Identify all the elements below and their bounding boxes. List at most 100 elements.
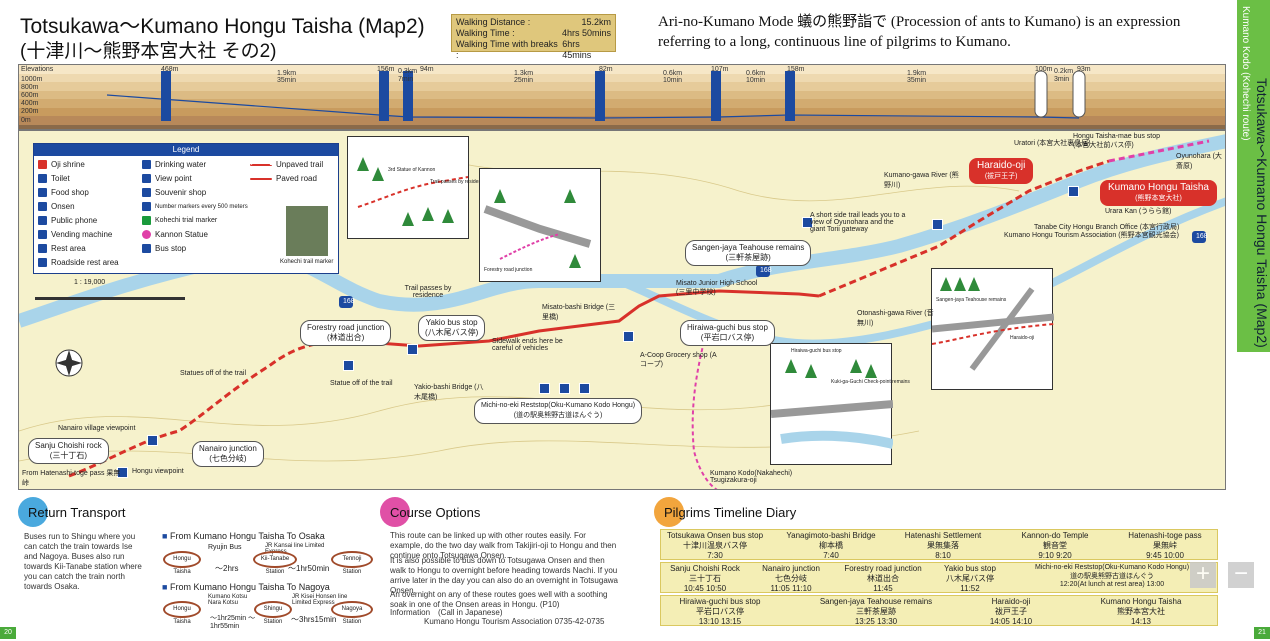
map-label: A-Coop Grocery shop (Aコープ) [640, 352, 717, 368]
legend-title: Legend [34, 144, 338, 156]
page-number-left: 20 [0, 627, 16, 639]
route-shield: 168 [343, 298, 355, 305]
elevation-point: 82m [599, 66, 613, 73]
map-label: Yakio-bashi Bridge (八木尾橋) [414, 384, 484, 401]
map-legend: Legend Oji shrine Toilet Food shop Onsen… [33, 143, 339, 274]
stat-label: Walking Time with breaks : [456, 39, 558, 60]
segment-dist: 0.6km [746, 70, 766, 77]
map-label: Statues off of the trail [180, 370, 247, 377]
legend-item: Roadside rest area [38, 258, 119, 267]
walking-stats-box: Walking Distance :15.2km Walking Time :4… [451, 14, 616, 60]
segment-time: 35min [907, 77, 927, 84]
map-label: Hongu Taisha-mae bus stop (本宮大社前バス停) [1073, 133, 1161, 149]
segment-time: 25min [514, 77, 534, 84]
osaka-from-station: Hongu Taisha [163, 551, 201, 575]
elevation-heading: Elevations [21, 66, 54, 73]
map-callout-yakio-bus: Yakio bus stop (八木尾バス停) [418, 315, 486, 341]
segment-time: 35min [277, 77, 297, 84]
page-title: Totsukawa〜Kumano Hongu Taisha (Map2) [20, 15, 425, 38]
osaka-time-1: 〜2hrs [215, 564, 239, 573]
map-callout-forestry: Forestry road junction (林道出合) [300, 320, 392, 346]
badge-en: Haraido-oji [977, 160, 1026, 171]
legend-label: Souvenir shop [155, 188, 207, 197]
oji-shrine-icon [38, 160, 47, 169]
course-option-1: This route can be linked up with other r… [390, 531, 617, 560]
toilet-icon [539, 383, 550, 394]
kannon-statue-icon [142, 230, 151, 239]
rest-area-icon [38, 244, 47, 253]
side-tab: Kumano Kodo (Kohechi route) Totsukawa〜Ku… [1237, 0, 1270, 352]
inset-map-haraido: Sangen-jaya Teahouse remains Haraido-oji [931, 268, 1055, 390]
nagoya-mid-station: Shingu Station [254, 601, 292, 625]
elevation-point: 94m [420, 66, 434, 73]
tourism-contact: Kumano Hongu Tourism Association 0735-42… [424, 617, 605, 626]
legend-label: Unpaved trail [276, 160, 324, 169]
map-label: Kumano Hongu Tourism Association (熊野本宮観光… [1004, 232, 1179, 239]
segment-dist: 0.6km [663, 70, 683, 77]
callout-en: Nanairo junction [199, 444, 257, 453]
elevation-point: 468m [161, 66, 179, 73]
stat-value: 4hrs 50mins [561, 28, 611, 38]
map-label: Uratori (本宮大社裏鳥居) [1014, 140, 1091, 147]
legend-item: Kohechi trial marker [142, 216, 217, 225]
view-point-icon [142, 174, 151, 183]
paved-road-icon [250, 177, 272, 180]
callout-jp: (道の駅奥熊野古道ほんぐう) [513, 412, 603, 419]
stat-label: Walking Distance : [456, 17, 531, 27]
callout-jp: (三軒茶屋跡) [725, 253, 771, 262]
zoom-in-button[interactable]: + [1190, 562, 1216, 588]
legend-item: Drinking water [142, 160, 206, 169]
map-scale: 1 : 19,000 [74, 279, 106, 286]
onsen-icon [38, 202, 47, 211]
segment-time: 3min [1054, 76, 1070, 83]
elevation-point: 107m [711, 66, 729, 73]
inset-map-forestry: Forestry road junction [479, 168, 601, 282]
course-option-2: It is also possible to bus down to Totsu… [390, 556, 618, 595]
legend-label: Toilet [51, 174, 70, 183]
map-label: Kumano-gawa River (熊野川) [884, 172, 959, 189]
page-title-jp: (十津川〜熊野本宮大社 その2) [20, 41, 277, 62]
map-badge-hongu-taisha: Kumano Hongu Taisha (熊野本宮大社) [1100, 180, 1217, 206]
inset-label: 3rd Statue of Kannon [388, 167, 436, 173]
elevation-point: 156m [377, 66, 395, 73]
inset-label: Kuki-ga-Guchi Check-point remains [831, 379, 910, 385]
inset-drawing [357, 157, 469, 226]
inset-label: Trail passes by residence [430, 179, 487, 185]
legend-label: Kannon Statue [155, 230, 208, 239]
legend-item: Public phone [38, 216, 97, 225]
inset-drawing [931, 277, 1055, 371]
legend-label: Food shop [51, 188, 89, 197]
course-options-title: Course Options [390, 505, 481, 520]
inset-label: Sangen-jaya Teahouse remains [936, 297, 1007, 303]
callout-jp: (平岩口バス停) [700, 333, 755, 342]
drinking-water-icon [142, 160, 151, 169]
callout-jp: (七色分岐) [209, 454, 247, 463]
return-transport-title: Return Transport [28, 505, 126, 520]
section-marker [18, 497, 48, 527]
map-label: Hongu viewpoint [132, 468, 184, 475]
zoom-out-button[interactable]: − [1228, 562, 1254, 588]
map-label: Misato-bashi Bridge (三里橋) [542, 304, 616, 321]
section-marker [654, 497, 684, 527]
map-callout-nanairo: Nanairo junction (七色分岐) [192, 441, 264, 467]
legend-item: Unpaved trail [250, 160, 323, 169]
callout-en: Forestry road junction [307, 323, 385, 332]
map-label: Urara Kan (うらら館) [1105, 208, 1172, 215]
callout-jp: (三十丁石) [49, 451, 88, 460]
map-callout-sangen-jaya: Sangen-jaya Teahouse remains (三軒茶屋跡) [685, 240, 812, 266]
inset-label: Forestry road junction [484, 267, 533, 273]
vending-machine-icon [38, 230, 47, 239]
unpaved-trail-icon [250, 163, 272, 166]
number-marker-icon [142, 202, 151, 211]
elevation-level: 0m [21, 117, 31, 124]
elevation-line [106, 70, 1086, 121]
callout-en: Sanju Choishi rock [35, 441, 102, 450]
